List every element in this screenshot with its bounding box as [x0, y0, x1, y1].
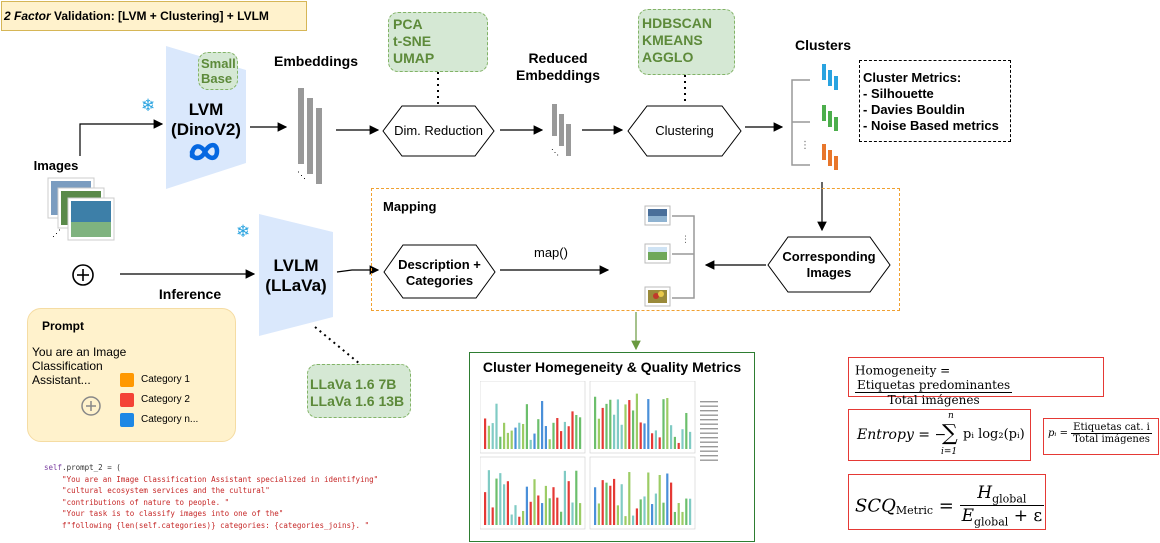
embeddings-label: Embeddings — [273, 53, 358, 69]
category-2-label: Category 2 — [141, 394, 190, 405]
images-label: Images — [33, 158, 79, 173]
images-stack-icon — [47, 177, 115, 241]
plus-icon — [72, 264, 94, 286]
mapped-image-thumbnail — [644, 205, 671, 226]
svg-text:⋰: ⋰ — [52, 228, 61, 238]
category-n-label: Category n... — [141, 414, 199, 425]
cluster-quality-title: Cluster Homegeneity & Quality Metrics — [482, 359, 742, 375]
svg-text:⋮: ⋮ — [800, 140, 810, 151]
category-n-swatch — [120, 413, 134, 427]
meta-logo-icon — [189, 142, 220, 161]
diagram-title: 2 Factor Validation: [LVM + Clustering] … — [1, 1, 307, 31]
cluster-orange-icon — [822, 144, 838, 170]
dim-reduction-label: Dim. Reduction — [394, 123, 483, 138]
cluster-blue-icon — [822, 64, 838, 90]
entropy-formula: Entropy = − n ∑ i=1 pᵢ log₂(pᵢ) — [848, 409, 1031, 461]
mapping-box — [371, 188, 900, 311]
svg-text:⋱: ⋱ — [551, 148, 559, 157]
snowflake-icon: ❄ — [141, 96, 155, 116]
cluster-green-icon — [822, 105, 838, 131]
mapping-label: Mapping — [383, 199, 437, 214]
prompt-title: Prompt — [42, 319, 84, 333]
clustering-label: Clustering — [655, 123, 714, 138]
scq-formula: SCQMetric = Hglobal Eglobal + ε — [848, 474, 1046, 530]
clusters-label: Clusters — [794, 37, 852, 53]
inference-label: Inference — [158, 286, 222, 302]
category-1-label: Category 1 — [141, 374, 190, 385]
dim-reduction-hexagon — [382, 105, 495, 157]
corresponding-images-hexagon — [767, 236, 891, 293]
description-label: Description +Categories — [398, 257, 481, 288]
category-1-swatch — [120, 373, 134, 387]
cluster-quality-thumbnail-charts — [480, 381, 718, 530]
cluster-quality-box: Cluster Homegeneity & Quality Metrics — [469, 352, 755, 542]
category-2-swatch — [120, 393, 134, 407]
plus-icon — [81, 396, 101, 416]
prompt-code-snippet: self.prompt_2 = ( "You are an Image Clas… — [44, 463, 379, 530]
lvm-label: LVM(DinoV2) — [171, 100, 241, 139]
map-function-label: map() — [534, 245, 568, 260]
mapped-image-thumbnail — [644, 243, 671, 264]
clustering-hexagon — [627, 105, 742, 157]
mapped-image-thumbnail — [644, 286, 671, 307]
snowflake-icon: ❄ — [236, 222, 250, 242]
cluster-metrics-box: Cluster Metrics: - Silhouette - Davies B… — [859, 60, 1011, 142]
svg-text:⋮: ⋮ — [681, 235, 690, 245]
description-hexagon — [383, 244, 496, 299]
lvlm-trapezoid — [259, 214, 333, 336]
svg-text:⋱: ⋱ — [297, 170, 306, 180]
lvlm-label: LVLM(LLaVa) — [265, 256, 327, 295]
